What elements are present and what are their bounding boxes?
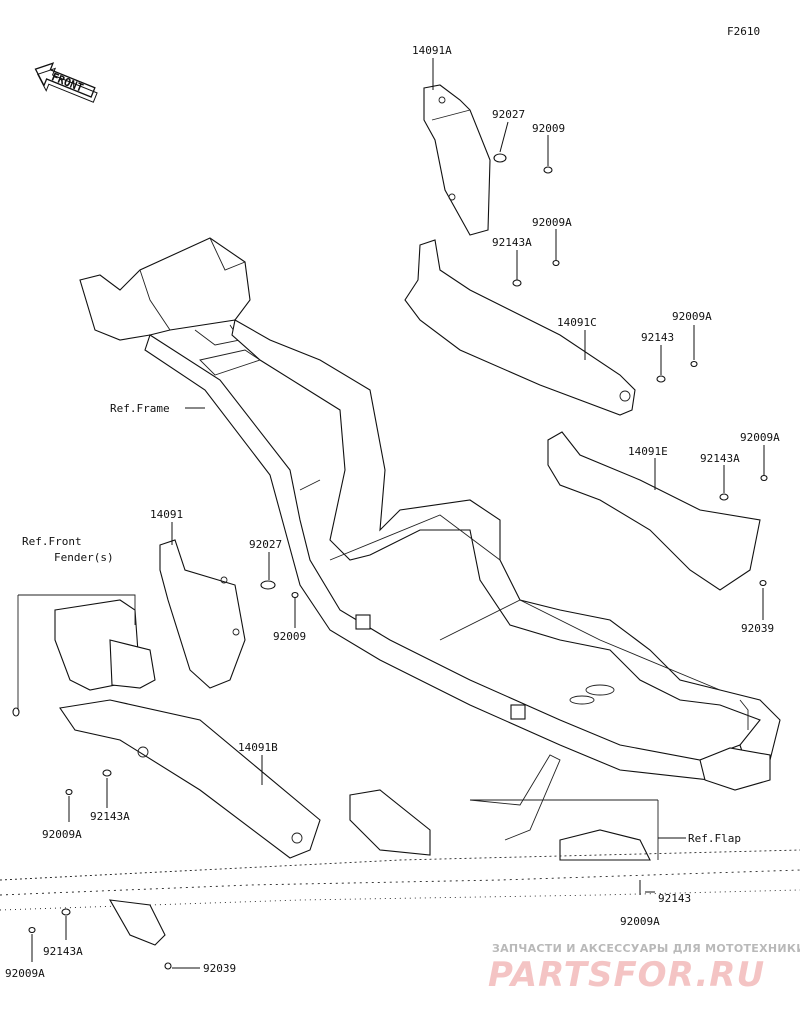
part-14091E-drawing: [547, 431, 768, 591]
label-92009-mid: 92009: [273, 630, 306, 643]
part-14091A-drawing: [423, 84, 491, 236]
label-14091A: 14091A: [412, 44, 452, 57]
label-92143-b: 92143: [658, 892, 691, 905]
figure-code: F2610: [727, 25, 760, 38]
fastener-left-icons: [12, 707, 172, 970]
frame-drawing: [0, 237, 800, 946]
front-arrow-icon: FRONT: [34, 62, 98, 103]
label-92143A-l: 92143A: [90, 810, 130, 823]
label-14091B: 14091B: [238, 741, 278, 754]
watermark: ЗАПЧАСТИ И АКСЕССУАРЫ ДЛЯ МОТОТЕХНИКИ PA…: [488, 942, 800, 995]
label-92039-r: 92039: [741, 622, 774, 635]
ref-flap: Ref.Flap: [688, 832, 741, 845]
label-92009A-bl: 92009A: [5, 967, 45, 980]
washer-92027-top-icon: [493, 153, 553, 174]
part-14091-drawing: [159, 539, 299, 689]
ref-front-fender-line1: Ref.Front: [22, 535, 82, 548]
callout-labels: F2610 14091A 92027 92009 92009A 92143A 1…: [5, 25, 780, 980]
label-14091: 14091: [150, 508, 183, 521]
label-92009-top: 92009: [532, 122, 565, 135]
label-92039-b: 92039: [203, 962, 236, 975]
watermark-line2: PARTSFOR.RU: [488, 955, 765, 995]
part-14091C-drawing: [404, 239, 698, 416]
label-92009A-b: 92009A: [620, 915, 660, 928]
label-92143A-r3: 92143A: [700, 452, 740, 465]
label-92143A-r1: 92143A: [492, 236, 532, 249]
label-92027-mid: 92027: [249, 538, 282, 551]
leader-lines: [31, 58, 765, 969]
label-92009A-r3: 92009A: [740, 431, 780, 444]
label-92143A-bl: 92143A: [43, 945, 83, 958]
ref-front-fender-line2: Fender(s): [54, 551, 114, 564]
label-92143-r: 92143: [641, 331, 674, 344]
front-arrow-label: FRONT: [50, 70, 86, 95]
label-92009A-r2: 92009A: [672, 310, 712, 323]
ref-frame: Ref.Frame: [110, 402, 170, 415]
label-92009A-r1: 92009A: [532, 216, 572, 229]
watermark-line1: ЗАПЧАСТИ И АКСЕССУАРЫ ДЛЯ МОТОТЕХНИКИ: [492, 942, 800, 955]
label-14091C: 14091C: [557, 316, 597, 329]
label-92027-top: 92027: [492, 108, 525, 121]
label-92009A-l: 92009A: [42, 828, 82, 841]
label-14091E: 14091E: [628, 445, 668, 458]
